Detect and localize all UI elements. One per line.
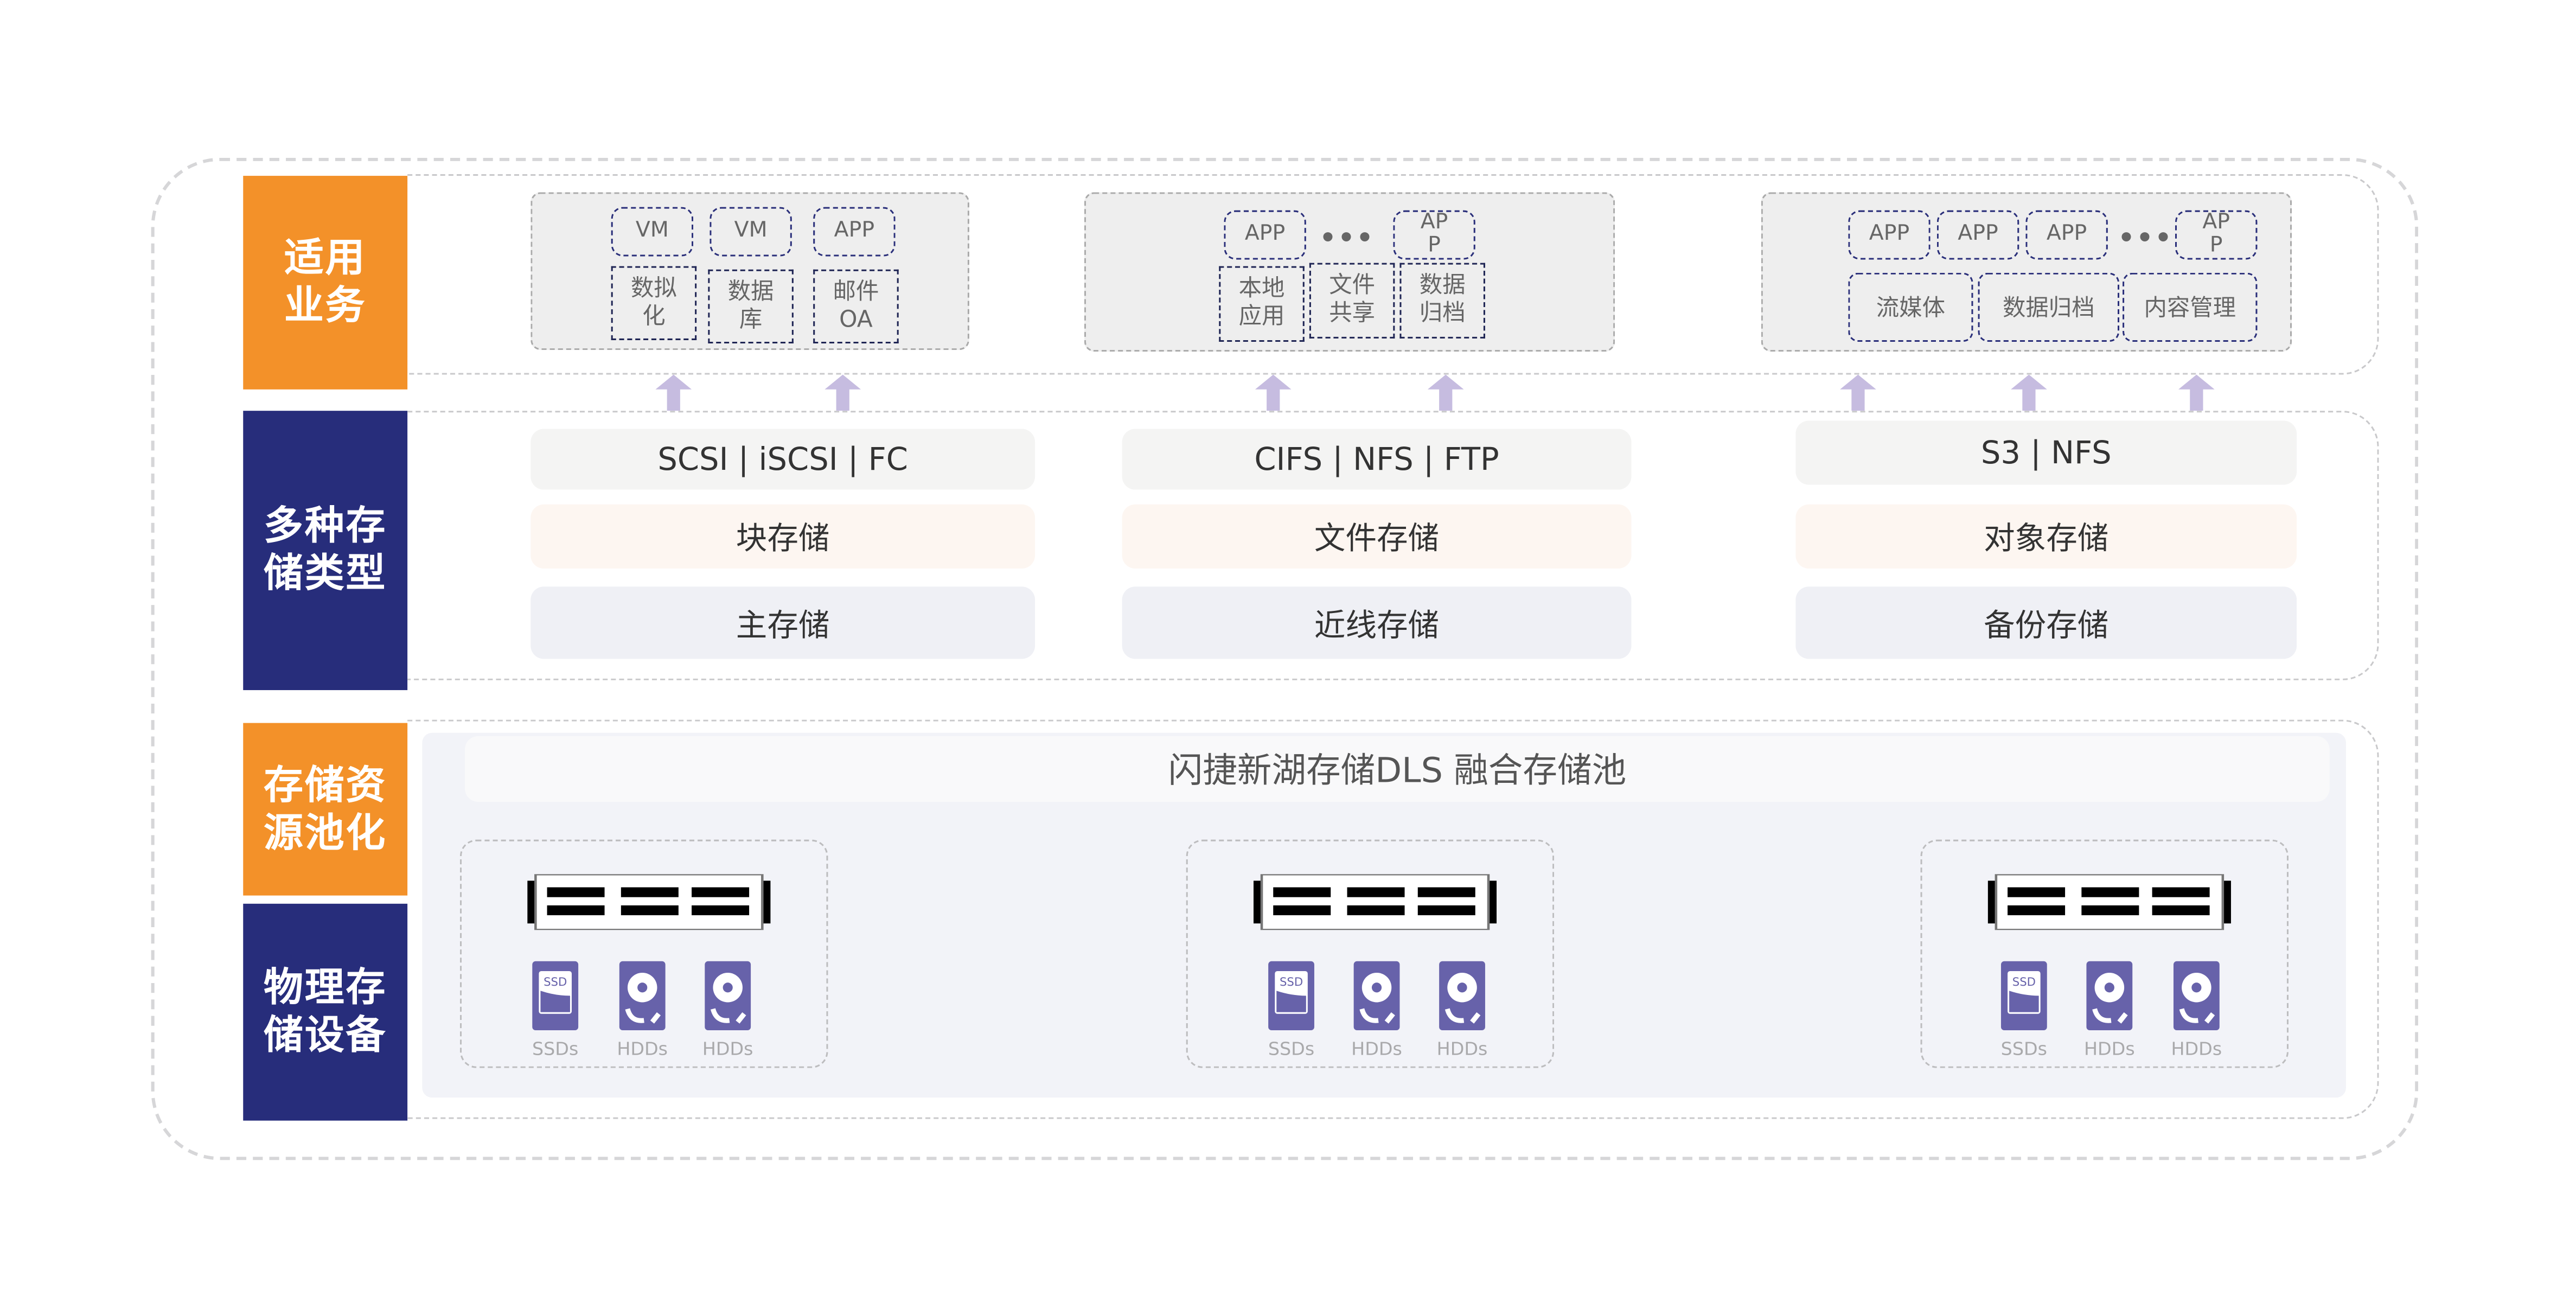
hdd-icon <box>705 961 751 1030</box>
server-rack-icon <box>1987 874 2231 930</box>
ssd-icon: SSD <box>1268 961 1314 1030</box>
app-chip: APP <box>2025 210 2108 260</box>
protocol-box: S3 | NFS <box>1795 420 2297 485</box>
app-chip: APP <box>1936 210 2019 260</box>
layer-label-storage-types: 多种存 储类型 <box>243 411 408 691</box>
disk-label: HDDs <box>1351 1038 1402 1060</box>
app-chip: VM <box>611 207 694 257</box>
app-chip: VM <box>709 207 792 257</box>
storage-tier-box: 主存储 <box>530 586 1035 659</box>
disk-label: HDDs <box>1436 1038 1488 1060</box>
up-arrow-icon <box>2011 374 2047 411</box>
app-chip: APP <box>1224 210 1306 260</box>
business-group-object: APP APP APP ••• AP P 流媒体 数据归档 内容管理 <box>1761 192 2292 352</box>
storage-pool-title: 闪捷新湖存储DLS 融合存储池 <box>465 736 2330 802</box>
workload-cell: 数据 库 <box>708 269 794 343</box>
workload-cell: 数据 归档 <box>1399 263 1485 339</box>
svg-text:SSD: SSD <box>2012 975 2036 988</box>
svg-text:SSD: SSD <box>544 975 567 988</box>
disk-label: SSDs <box>2000 1038 2047 1060</box>
business-row-frame <box>407 174 2379 375</box>
hdd-icon <box>619 961 666 1030</box>
storage-type-box: 块存储 <box>530 504 1035 569</box>
pool-row-frame <box>407 719 2379 1119</box>
storage-node: SSD SSDs HDDs HDDs <box>460 839 828 1068</box>
workload-cell: 邮件 OA <box>813 269 899 343</box>
disk-label: HDDs <box>2083 1038 2135 1060</box>
storage-node: SSD SSDs HDDs HDDs <box>1186 839 1555 1068</box>
app-chip: AP P <box>2175 210 2258 260</box>
workload-cell: 数拟 化 <box>611 266 697 340</box>
hdd-icon <box>2086 961 2133 1030</box>
up-arrow-icon <box>655 374 692 411</box>
up-arrow-icon <box>1840 374 1876 411</box>
business-group-file: APP ••• AP P 本地 应用 文件 共享 数据 归档 <box>1084 192 1615 352</box>
hdd-icon <box>1439 961 1485 1030</box>
workload-cell: 内容管理 <box>2123 272 2258 342</box>
up-arrow-icon <box>824 374 861 411</box>
svg-text:SSD: SSD <box>1280 975 1303 988</box>
outer-frame <box>151 157 2419 1160</box>
layer-label-pooling: 存储资 源池化 <box>243 723 408 896</box>
up-arrow-icon <box>1427 374 1464 411</box>
up-arrow-icon <box>2178 374 2215 411</box>
storage-tier-box: 近线存储 <box>1122 586 1632 659</box>
ellipsis-icon: ••• <box>1319 221 1375 252</box>
workload-cell: 本地 应用 <box>1219 266 1305 342</box>
disk-label: SSDs <box>1268 1038 1315 1060</box>
workload-cell: 数据归档 <box>1978 272 2120 342</box>
ellipsis-icon: ••• <box>2118 221 2174 252</box>
storage-node: SSD SSDs HDDs HDDs <box>1920 839 2289 1068</box>
storage-type-box: 文件存储 <box>1122 504 1632 569</box>
disk-label: HDDs <box>702 1038 753 1060</box>
workload-cell: 流媒体 <box>1848 272 1973 342</box>
server-rack-icon <box>527 874 771 930</box>
up-arrow-icon <box>1255 374 1292 411</box>
storage-types-row-frame <box>407 411 2379 680</box>
ssd-icon: SSD <box>2000 961 2047 1030</box>
app-chip: AP P <box>1393 210 1475 260</box>
disk-label: SSDs <box>532 1038 579 1060</box>
disk-label: HDDs <box>2171 1038 2222 1060</box>
storage-tier-box: 备份存储 <box>1795 586 2297 659</box>
protocol-box: CIFS | NFS | FTP <box>1122 429 1632 490</box>
hdd-icon <box>2173 961 2220 1030</box>
business-group-block: VM VM APP 数拟 化 数据 库 邮件 OA <box>530 192 969 350</box>
server-rack-icon <box>1253 874 1497 930</box>
layer-label-business: 适用 业务 <box>243 176 408 390</box>
disk-label: HDDs <box>617 1038 668 1060</box>
protocol-box: SCSI | iSCSI | FC <box>530 429 1035 490</box>
hdd-icon <box>1353 961 1400 1030</box>
storage-type-box: 对象存储 <box>1795 504 2297 569</box>
layer-label-physical: 物理存 储设备 <box>243 903 408 1121</box>
app-chip: APP <box>813 207 896 257</box>
app-chip: APP <box>1848 210 1931 260</box>
workload-cell: 文件 共享 <box>1309 263 1395 339</box>
ssd-icon: SSD <box>532 961 579 1030</box>
